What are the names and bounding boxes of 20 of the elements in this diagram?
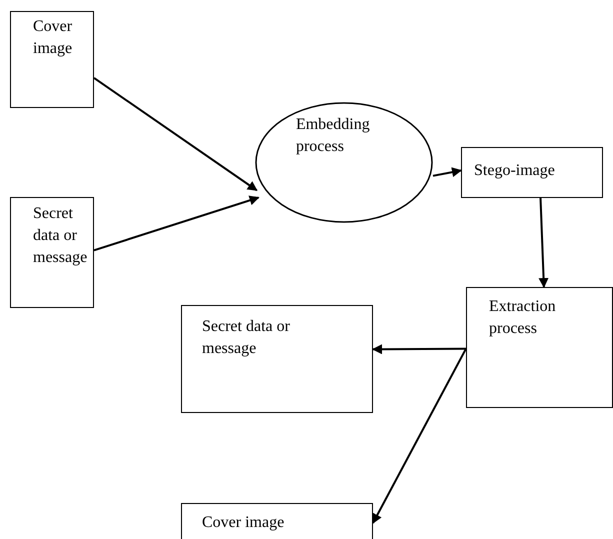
node-label: Stego-image [474,161,556,181]
arrow [93,77,258,192]
node-label: Secret data or message [33,204,88,268]
arrow [372,348,467,524]
node-label: Cover image [202,513,286,533]
process-box [181,503,373,539]
arrow [372,344,466,354]
ellipse-node [255,102,433,223]
node-label: Cover image [33,17,74,59]
process-box [10,11,94,108]
node-label: Secret data or message [202,317,291,359]
arrow [538,198,549,288]
process-box [181,305,373,413]
node-label: Embedding process [296,115,371,158]
node-label: Extraction process [489,297,557,339]
process-box [461,147,603,198]
process-box [466,287,613,408]
process-box [10,197,94,308]
arrow [432,167,462,178]
arrow [94,196,260,252]
